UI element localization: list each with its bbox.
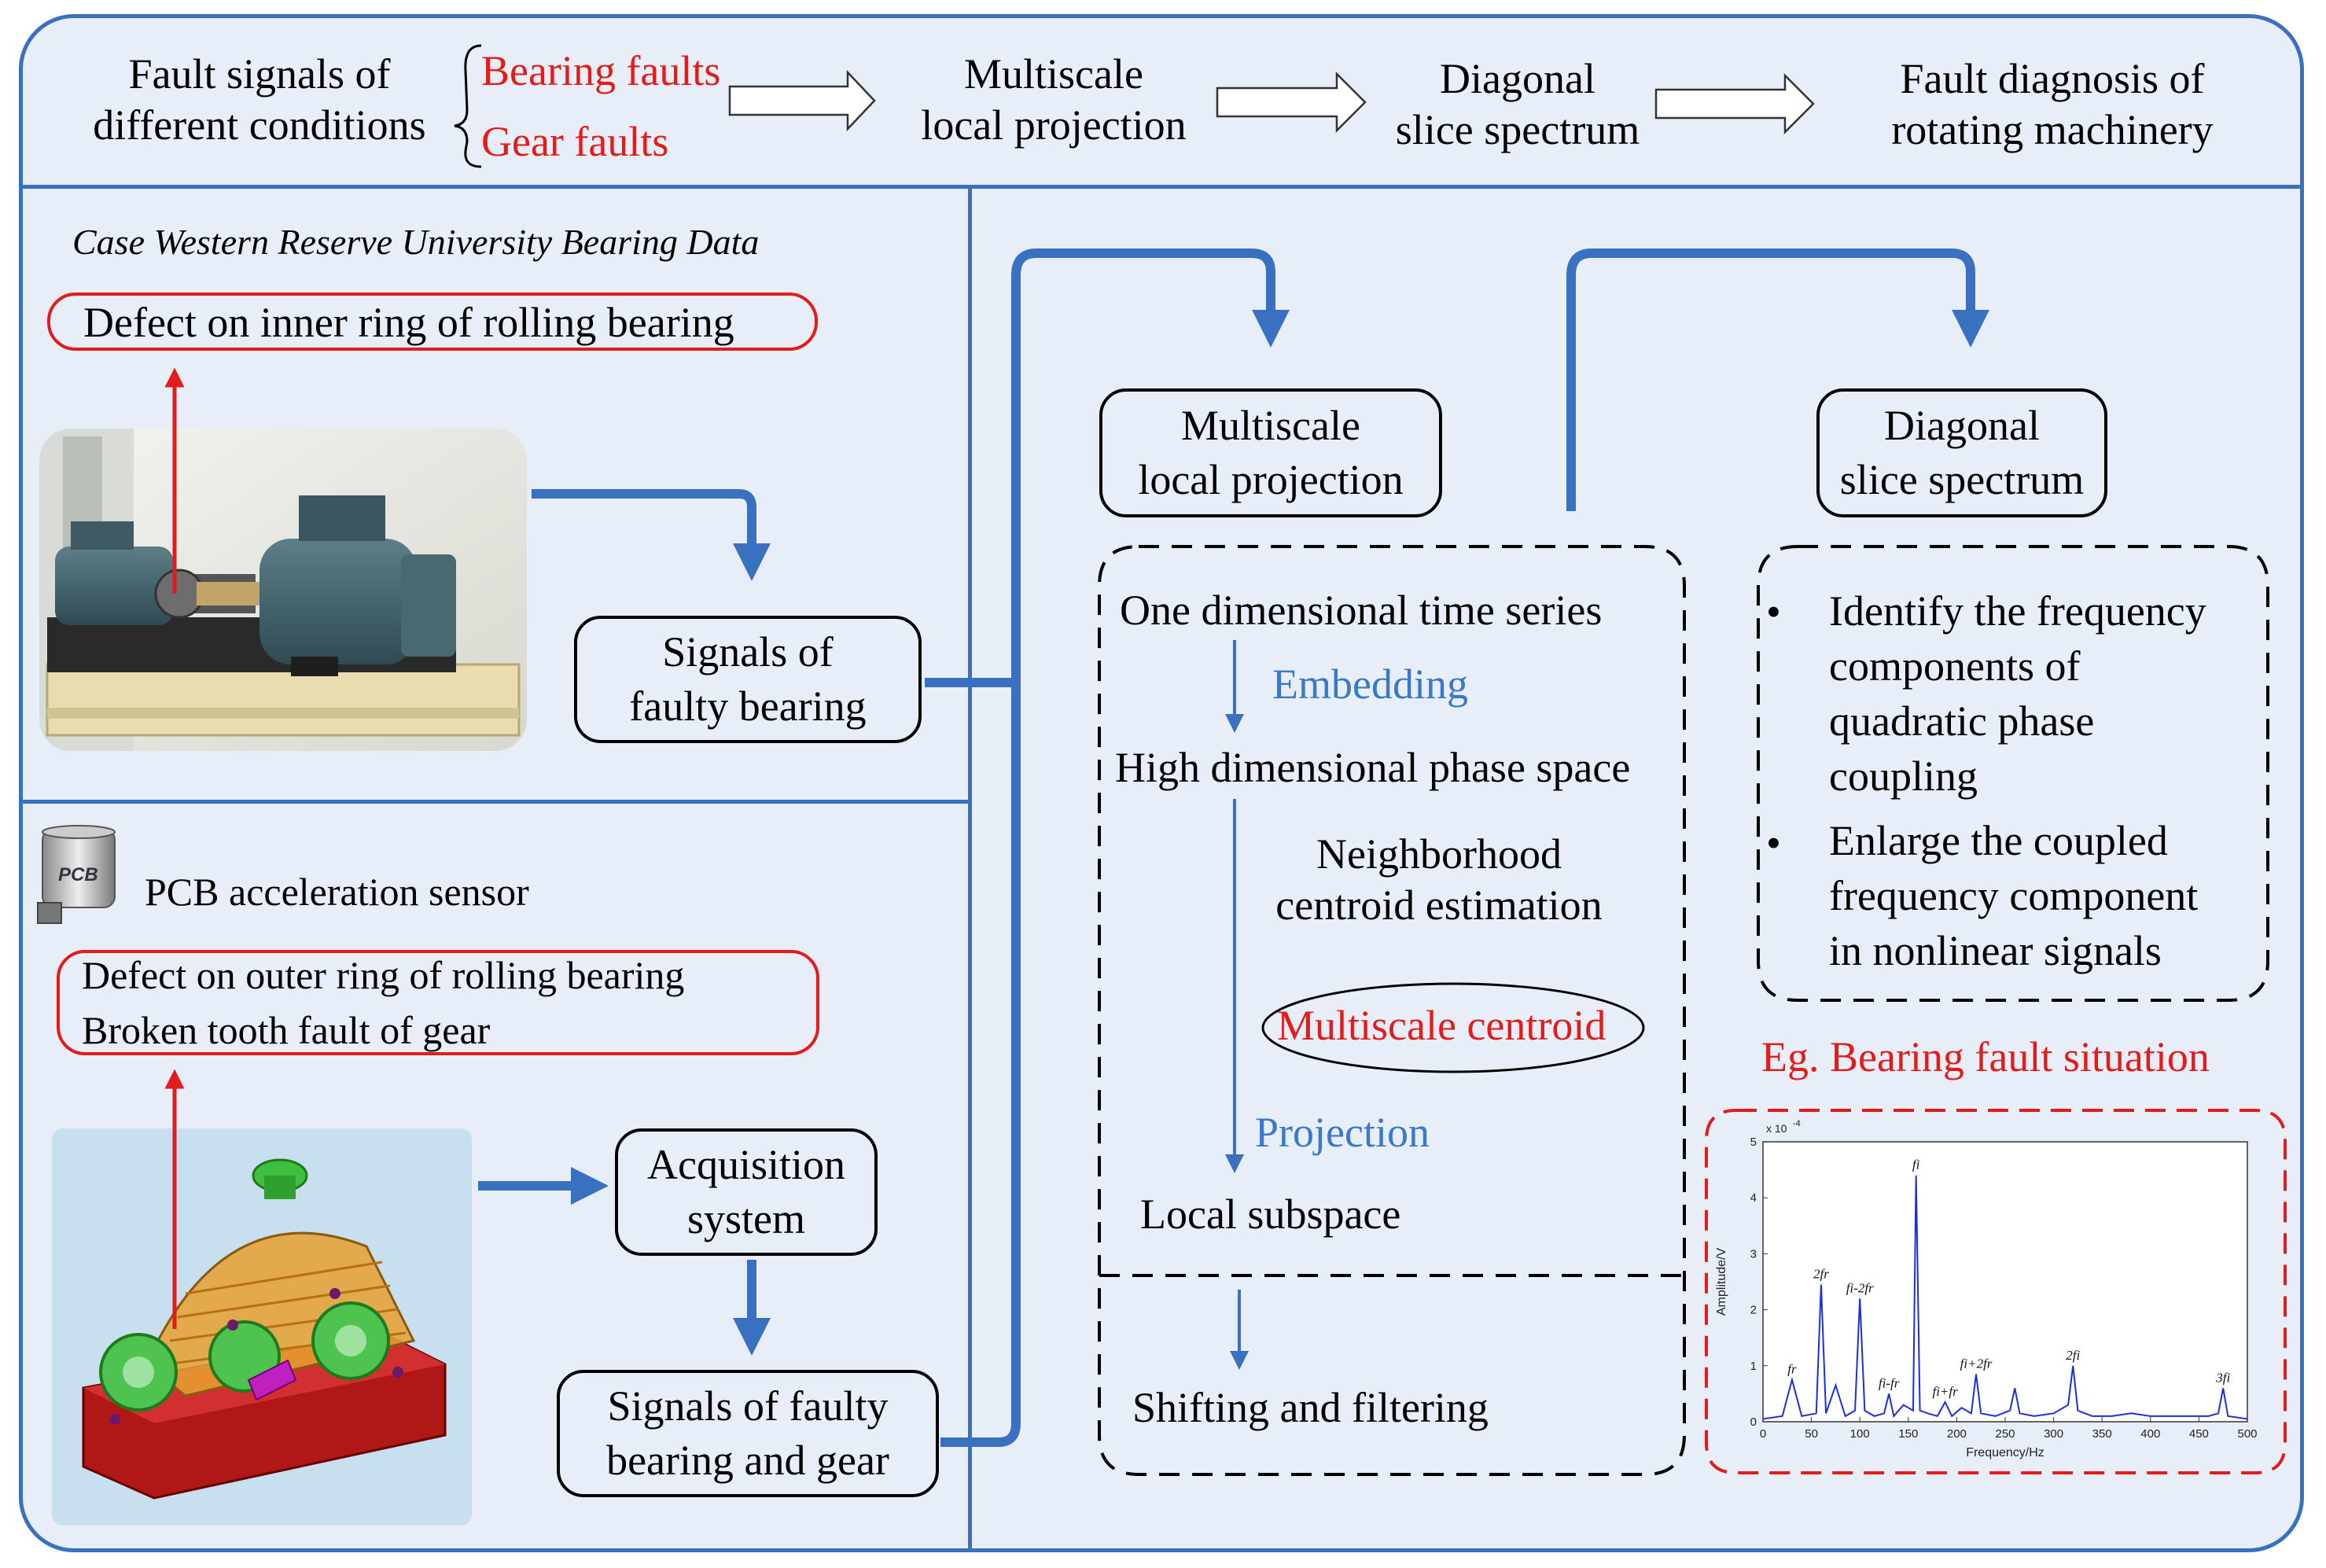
y-tick-label: 4 <box>1750 1191 1757 1205</box>
y-tick-label: 0 <box>1750 1415 1757 1429</box>
y-tick-label: 1 <box>1750 1360 1757 1373</box>
x-tick-label: 300 <box>2044 1427 2063 1441</box>
y-tick-label: 5 <box>1750 1136 1757 1149</box>
gearbox-model-image <box>52 1128 472 1526</box>
x-tick-label: 150 <box>1898 1427 1918 1441</box>
pcb-brand-text: PCB <box>58 864 98 885</box>
spectrum-chart: 0 50 100 150 200 250 300 350 400 450 500 0 1 2 3 4 5 x 10… <box>1715 1119 2258 1459</box>
spectrum-series-line <box>1762 1175 2248 1420</box>
y-axis-label: Amplitude/V <box>1715 1248 1728 1316</box>
pcb-sensor-label: PCB acceleration sensor <box>145 870 529 914</box>
x-tick-label: 500 <box>2237 1427 2257 1441</box>
peak-label: fr <box>1787 1362 1797 1377</box>
pcb-sensor-icon: PCB <box>35 824 123 931</box>
cwru-defect-box <box>47 293 818 351</box>
y-tick-label: 2 <box>1750 1304 1757 1317</box>
left-section-divider <box>20 800 970 804</box>
gearbox-defect-line-1: Defect on outer ring of rolling bearing <box>82 953 685 997</box>
x-axis-label: Frequency/Hz <box>1966 1446 2044 1459</box>
header-divider <box>20 185 2302 189</box>
mlp-shifting: Shifting and filtering <box>1132 1384 1489 1431</box>
peak-label: fi-fr <box>1879 1375 1900 1390</box>
mlp-local-subspace: Local subspace <box>1140 1191 1401 1238</box>
x-tick-label: 450 <box>2189 1427 2209 1441</box>
dss-bullet-2-dot: • <box>1766 819 1781 867</box>
x-tick-label: 0 <box>1760 1427 1766 1441</box>
multiscale-centroid-label: Multiscale centroid <box>1277 1002 1606 1049</box>
x-tick-label: 250 <box>1995 1427 2015 1441</box>
peak-label: fi+2fr <box>1960 1356 1993 1371</box>
dss-example-title: Eg. Bearing fault situation <box>1761 1033 2210 1080</box>
peak-label: fi+fr <box>1932 1384 1958 1399</box>
gearbox-defect-box <box>57 950 819 1055</box>
y-multiplier-label: x 10 <box>1766 1122 1787 1135</box>
cwru-test-rig-photo <box>39 429 527 751</box>
y-exponent-label: -4 <box>1793 1119 1801 1128</box>
y-tick-label: 3 <box>1750 1247 1757 1261</box>
peak-label: 2fr <box>1813 1267 1829 1282</box>
header-gear-faults: Gear faults <box>481 118 669 165</box>
cwru-title: Case Western Reserve University Bearing … <box>72 222 760 262</box>
x-tick-label: 200 <box>1947 1427 1967 1441</box>
peak-label: 2fi <box>2066 1348 2080 1363</box>
left-column-divider <box>968 187 972 1551</box>
peak-label: fi-2fr <box>1846 1280 1874 1295</box>
gearbox-defect-line-2: Broken tooth fault of gear <box>82 1008 491 1052</box>
mlp-phase-space: High dimensional phase space <box>1115 744 1631 791</box>
x-tick-label: 400 <box>2140 1427 2160 1441</box>
header-bearing-faults: Bearing faults <box>481 47 721 94</box>
x-tick-label: 100 <box>1850 1427 1870 1441</box>
peak-label: fi <box>1912 1158 1920 1172</box>
x-tick-label: 50 <box>1805 1427 1818 1441</box>
mlp-projection-label: Projection <box>1255 1109 1430 1156</box>
cwru-defect-text: Defect on inner ring of rolling bearing <box>83 299 734 346</box>
mlp-time-series: One dimensional time series <box>1120 587 1603 634</box>
peak-label: 3fi <box>2215 1370 2230 1385</box>
chart-plot-area <box>1762 1141 2248 1423</box>
mlp-embedding-label: Embedding <box>1272 661 1468 708</box>
x-tick-label: 350 <box>2092 1427 2112 1441</box>
dss-bullet-1-dot: • <box>1766 588 1781 635</box>
